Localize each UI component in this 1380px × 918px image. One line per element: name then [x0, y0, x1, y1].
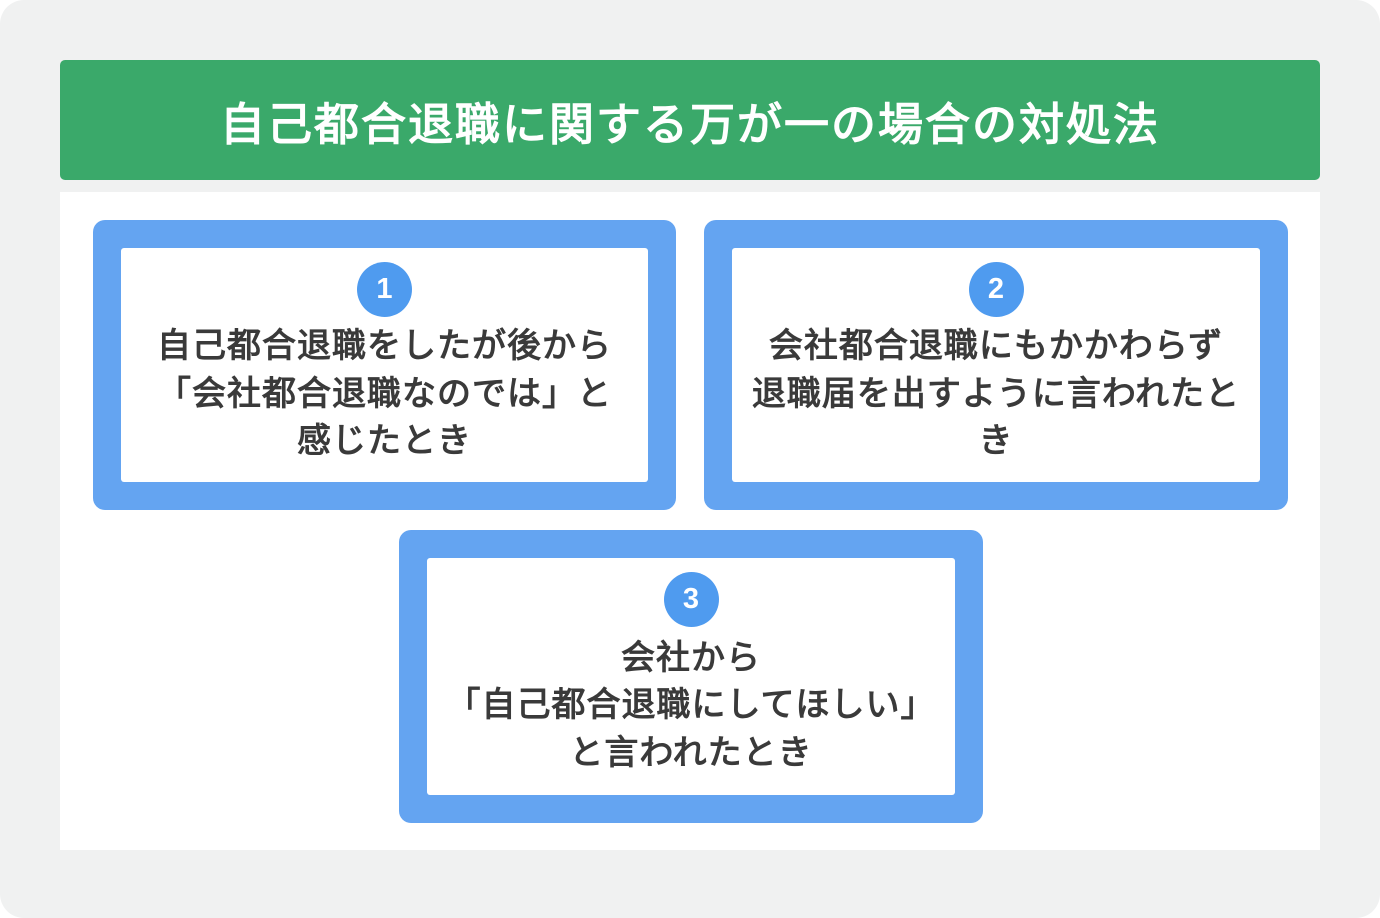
case-card-1-text: 自己都合退職をしたが後から 「会社都合退職なのでは」と 感じたとき — [157, 327, 612, 461]
case-card-3-inner: 3 会社から 「自己都合退職にしてほしい」 と言われたとき — [427, 558, 955, 795]
case-card-3-text-area: 会社から 「自己都合退職にしてほしい」 と言われたとき — [437, 627, 945, 785]
step-1-number-badge: 1 — [357, 262, 412, 317]
case-card-2-text-area: 会社都合退職にもかかわらず 退職届を出すように言われたとき — [742, 317, 1250, 472]
page-title: 自己都合退職に関する万が一の場合の対処法 — [219, 98, 1160, 150]
case-card-3-text: 会社から 「自己都合退職にしてほしい」 と言われたとき — [446, 638, 936, 772]
step-2-number-badge: 2 — [968, 262, 1024, 317]
content-panel: 1 自己都合退職をしたが後から 「会社都合退職なのでは」と 感じたとき 2 会社… — [60, 192, 1320, 850]
step-3-number-badge: 3 — [663, 572, 719, 627]
case-card-2-text: 会社都合退職にもかかわらず 退職届を出すように言われたとき — [751, 327, 1241, 461]
header-banner: 自己都合退職に関する万が一の場合の対処法 — [60, 60, 1320, 180]
case-card-1: 1 自己都合退職をしたが後から 「会社都合退職なのでは」と 感じたとき — [93, 220, 676, 510]
case-card-2-inner: 2 会社都合退職にもかかわらず 退職届を出すように言われたとき — [732, 248, 1260, 482]
case-card-1-inner: 1 自己都合退職をしたが後から 「会社都合退職なのでは」と 感じたとき — [121, 248, 648, 482]
case-card-1-text-area: 自己都合退職をしたが後から 「会社都合退職なのでは」と 感じたとき — [131, 317, 638, 472]
case-card-2: 2 会社都合退職にもかかわらず 退職届を出すように言われたとき — [704, 220, 1288, 510]
case-card-3: 3 会社から 「自己都合退職にしてほしい」 と言われたとき — [399, 530, 983, 823]
